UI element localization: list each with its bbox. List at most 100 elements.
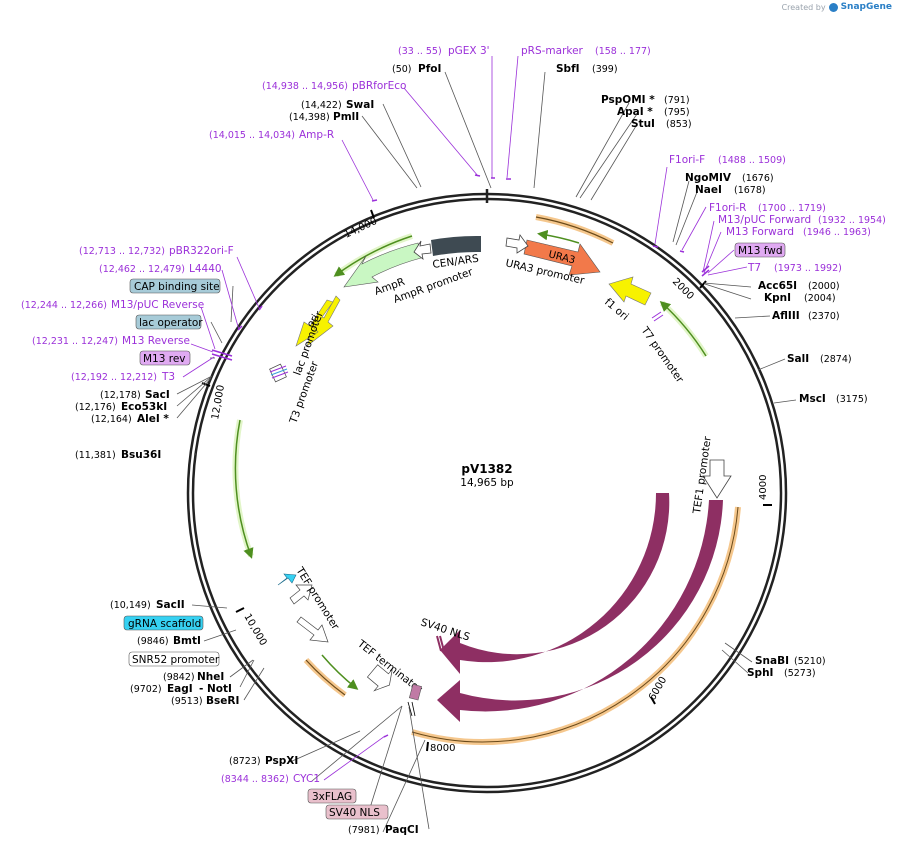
sv40-nls-mark2: [439, 635, 445, 652]
box-m13-fwd: [734, 242, 786, 258]
enzyme-name-saci: SacI: [145, 389, 170, 401]
enzyme-pos-pmli: (14,398): [289, 112, 330, 123]
snapgene-logo-icon: [828, 2, 838, 12]
plasmid-name: pV1382: [461, 462, 512, 476]
primer-name-m13-reverse: M13 Reverse: [122, 335, 190, 347]
primer-marks: [211, 174, 710, 738]
primer-name-prs-marker: pRS-marker: [521, 45, 584, 57]
box-snr52-promoter: [128, 651, 220, 667]
enzyme-pos-bseri: (9513): [171, 696, 203, 707]
primer-pos-m13-reverse: (12,231 .. 12,247): [32, 336, 118, 347]
orf-left-highlight: [232, 419, 254, 558]
enzyme-pos-ngomiv: (1676): [742, 173, 774, 184]
primer-pos-m13-puc-reverse: (12,244 .. 12,266): [21, 300, 107, 311]
primer-name-t7: T7: [747, 262, 761, 274]
cas9-inner-arc: [440, 493, 670, 674]
box-label-3xflag: 3xFLAG: [312, 791, 352, 803]
credit-prefix: Created by: [781, 2, 826, 12]
enzyme-pos-kpni: (2004): [804, 293, 836, 304]
tef1-promoter-arrow: [702, 459, 732, 499]
tef-terminator-arrow: [366, 664, 393, 692]
box-label-sv40-nls: SV40 NLS: [329, 807, 380, 819]
enzyme-name-acc65i: Acc65I: [758, 280, 797, 292]
primer-pos-pbrforeco: (14,938 .. 14,956): [262, 81, 348, 92]
tick-label-8000: 8000: [430, 743, 455, 754]
flag-tick1: [407, 701, 413, 717]
tick-6000: [650, 696, 656, 705]
enzyme-name-eco53ki: Eco53kI: [121, 401, 167, 413]
enzyme-name-snabi: SnaBI: [755, 655, 789, 667]
grna-scaffold-mark: [277, 573, 297, 586]
enzyme-pos-sali: (2874): [820, 354, 852, 365]
box-label-grna-scaffold: gRNA scaffold: [128, 618, 201, 630]
tick-label-4000: 4000: [758, 475, 769, 500]
orf-line-bottom: [305, 659, 346, 696]
primer-pos-pbr322ori-f: (12,713 .. 12,732): [79, 246, 165, 257]
enzyme-name-bseri: BseRI: [206, 695, 239, 707]
box-grna-scaffold: [123, 615, 204, 631]
primer-name-pgex3: pGEX 3': [448, 45, 490, 57]
tef-promoter-arrow: [296, 616, 329, 643]
primer-pos-pgex3: (33 .. 55): [398, 46, 442, 57]
enzyme-pos-bsu36i: (11,381): [75, 450, 116, 461]
enzyme-name-sbfi: SbfI: [556, 63, 580, 75]
enzyme-name-afliii: AflIII: [772, 310, 800, 322]
leader-lines: [176, 71, 797, 833]
enzyme-name-pfoi: PfoI: [418, 63, 441, 75]
ori-arrow-body: [295, 299, 334, 347]
ampr-arrow: [343, 242, 422, 288]
enzyme-name-pspomi: PspOMI *: [601, 94, 655, 106]
box-label-m13-fwd: M13 fwd: [738, 245, 783, 257]
box-cap-binding-site: [129, 278, 221, 294]
enzyme-name-stui: StuI: [631, 118, 655, 130]
primer-leader-lines: [182, 55, 748, 781]
orf-line-right: [411, 506, 739, 743]
lac-stack-line3: [271, 371, 289, 379]
primer-name-amp-r: Amp-R: [299, 129, 334, 141]
tick-label-10000: 10,000: [241, 612, 268, 648]
enzyme-name-eagi: EagI: [167, 683, 193, 695]
snapgene-credit: Created by SnapGene: [782, 2, 892, 12]
orf-left-arrow: [234, 419, 254, 559]
enzyme-name-pmli: PmlI: [333, 111, 359, 123]
tick-label-14000: 14,000: [343, 216, 379, 241]
primer-pos-cyc1: (8344 .. 8362): [221, 774, 289, 785]
f1-ori-primer-mark2: [653, 314, 664, 322]
sv40-nls-label: SV40 NLS: [419, 616, 471, 643]
primer-name-pbrforeco: pBRforEco: [352, 80, 406, 92]
enzyme-name-sphi: SphI: [747, 667, 773, 679]
box-sv40-nls: [325, 804, 389, 820]
box-3xflag: [307, 788, 357, 804]
f1-ori-label: f1 ori: [602, 296, 631, 323]
enzyme-pos-sbfi: (399): [592, 64, 618, 75]
box-lac-operator: [135, 314, 202, 330]
box-label-lac-operator: lac operator: [139, 317, 203, 329]
enzyme-pos-apai: (795): [664, 107, 690, 118]
tick-8000: [426, 741, 429, 752]
orf-highlight-bottom: [303, 657, 347, 698]
ura3-arrow: [523, 239, 601, 276]
enzyme-pos-sacii: (10,149): [110, 600, 151, 611]
primer-pos-t3: (12,192 .. 12,212): [71, 372, 157, 383]
tick-2000: [699, 280, 707, 289]
primer-pos-prs-marker: (158 .. 177): [595, 46, 651, 57]
enzyme-name-bsu36i: Bsu36I: [121, 449, 161, 461]
enzyme-name-sali: SalI: [787, 353, 809, 365]
cas9-inner-label: Cas9: [582, 587, 609, 613]
enzyme-pos-msci: (3175): [836, 394, 868, 405]
orf-t7-highlight: [659, 300, 709, 358]
enzyme-pos-eagi: (9702): [130, 684, 162, 695]
flag-tick2: [411, 701, 416, 717]
ura3-promoter-arrow: [505, 234, 529, 254]
primer-name-f1ori-f: F1ori-F: [669, 154, 705, 166]
enzyme-pos-paqci: (7981): [348, 825, 380, 836]
enzyme-name-kpni: KpnI: [764, 292, 791, 304]
box-label-snr52-promoter: SNR52 promoter: [132, 654, 220, 666]
enzyme-pos-stui: (853): [666, 119, 692, 130]
primer-name-l4440: L4440: [189, 263, 222, 275]
f1-ori-arrow: [608, 276, 652, 306]
box-label-m13-rev: M13 rev: [143, 353, 186, 365]
cas9-outer-arc: [437, 500, 723, 722]
enzyme-pos-pspomi: (791): [664, 95, 690, 106]
enzyme-name-ngomiv: NgoMIV: [685, 172, 732, 184]
